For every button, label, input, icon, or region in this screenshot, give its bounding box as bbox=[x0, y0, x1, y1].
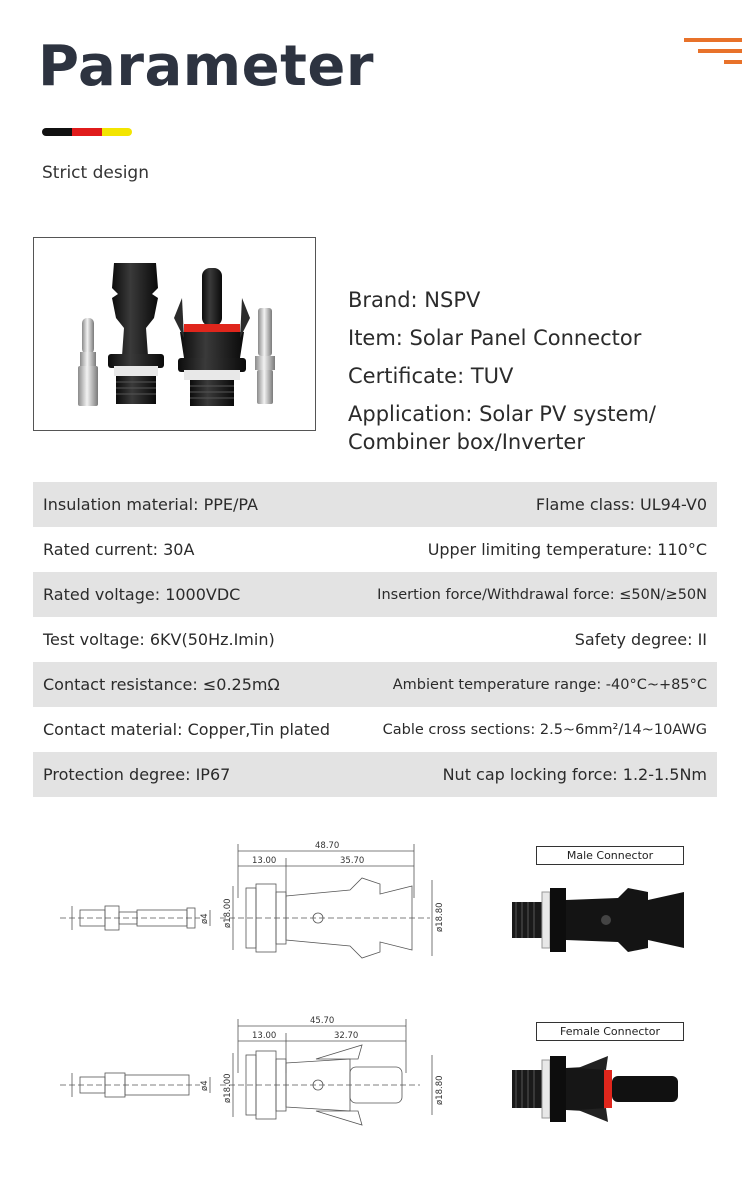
spec-right: Cable cross sections: 2.5~6mm²/14~10AWG bbox=[382, 721, 707, 738]
female-pin-right bbox=[255, 308, 275, 404]
spec-row: Rated voltage: 1000VDC Insertion force/W… bbox=[33, 572, 717, 617]
male-connector-body bbox=[108, 263, 164, 404]
male-body-dimension: 35.70 bbox=[340, 856, 364, 866]
spec-right: Insertion force/Withdrawal force: ≤50N/≥… bbox=[377, 586, 707, 603]
female-end-diameter: ø18.80 bbox=[435, 1075, 445, 1105]
spec-row: Protection degree: IP67 Nut cap locking … bbox=[33, 752, 717, 797]
spec-left: Rated voltage: 1000VDC bbox=[43, 585, 241, 604]
spec-row: Contact resistance: ≤0.25mΩ Ambient temp… bbox=[33, 662, 717, 707]
flag-black-segment bbox=[42, 128, 72, 136]
spec-right: Flame class: UL94-V0 bbox=[535, 495, 707, 514]
spec-right: Safety degree: II bbox=[574, 630, 707, 649]
female-nut-dimension: 13.00 bbox=[252, 1031, 276, 1041]
male-connector-photo bbox=[512, 888, 684, 952]
spec-left: Protection degree: IP67 bbox=[43, 765, 231, 784]
spec-left: Contact resistance: ≤0.25mΩ bbox=[43, 675, 280, 694]
female-body-diameter: ø18.00 bbox=[223, 1073, 233, 1103]
certificate-text: Certificate: TUV bbox=[348, 364, 514, 388]
male-pin-diameter: ø4 bbox=[200, 913, 210, 924]
item-text: Item: Solar Panel Connector bbox=[348, 326, 642, 350]
flag-red-segment bbox=[72, 128, 102, 136]
male-connector-drawing: 48.70 13.00 35.70 ø18.00 ø18.80 ø4 bbox=[60, 841, 445, 959]
flag-yellow-segment bbox=[102, 128, 132, 136]
female-pin-diameter: ø4 bbox=[200, 1080, 210, 1091]
female-overall-dimension: 45.70 bbox=[310, 1016, 334, 1026]
solar-connector-illustration bbox=[78, 263, 275, 406]
application-text-line2: Combiner box/Inverter bbox=[348, 430, 585, 454]
spec-row: Contact material: Copper,Tin plated Cabl… bbox=[33, 707, 717, 752]
page-subtitle: Strict design bbox=[42, 163, 149, 183]
spec-row: Insulation material: PPE/PA Flame class:… bbox=[33, 482, 717, 527]
female-connector-drawing: 45.70 13.00 32.70 ø18.00 ø18.80 ø4 bbox=[60, 1016, 445, 1126]
male-body-diameter: ø18.00 bbox=[223, 898, 233, 928]
male-connector-label: Male Connector bbox=[536, 846, 684, 865]
spec-row: Rated current: 30A Upper limiting temper… bbox=[33, 527, 717, 572]
female-connector-photo bbox=[512, 1056, 678, 1122]
male-overall-dimension: 48.70 bbox=[315, 841, 339, 851]
female-connector-label: Female Connector bbox=[536, 1022, 684, 1041]
spec-left: Test voltage: 6KV(50Hz.Imin) bbox=[43, 630, 275, 649]
product-info: Brand: NSPV Item: Solar Panel Connector … bbox=[348, 286, 738, 466]
male-nut-dimension: 13.00 bbox=[252, 856, 276, 866]
female-connector-body bbox=[174, 268, 250, 406]
spec-table: Insulation material: PPE/PA Flame class:… bbox=[33, 482, 717, 797]
brand-text: Brand: NSPV bbox=[348, 288, 481, 312]
male-end-diameter: ø18.80 bbox=[435, 902, 445, 932]
page-title: Parameter bbox=[38, 34, 374, 99]
flag-color-bar bbox=[42, 128, 132, 136]
spec-left: Rated current: 30A bbox=[43, 540, 195, 559]
spec-right: Upper limiting temperature: 110°C bbox=[427, 540, 707, 559]
product-image-box bbox=[33, 237, 316, 431]
female-body-dimension: 32.70 bbox=[334, 1031, 358, 1041]
spec-left: Insulation material: PPE/PA bbox=[43, 495, 258, 514]
male-pin-left bbox=[78, 318, 98, 406]
spec-row: Test voltage: 6KV(50Hz.Imin) Safety degr… bbox=[33, 617, 717, 662]
corner-lines-decoration bbox=[682, 38, 742, 64]
application-text-line1: Application: Solar PV system/ bbox=[348, 402, 656, 426]
spec-right: Nut cap locking force: 1.2-1.5Nm bbox=[442, 765, 707, 784]
spec-left: Contact material: Copper,Tin plated bbox=[43, 720, 331, 739]
spec-right: Ambient temperature range: -40°C~+85°C bbox=[392, 676, 707, 693]
